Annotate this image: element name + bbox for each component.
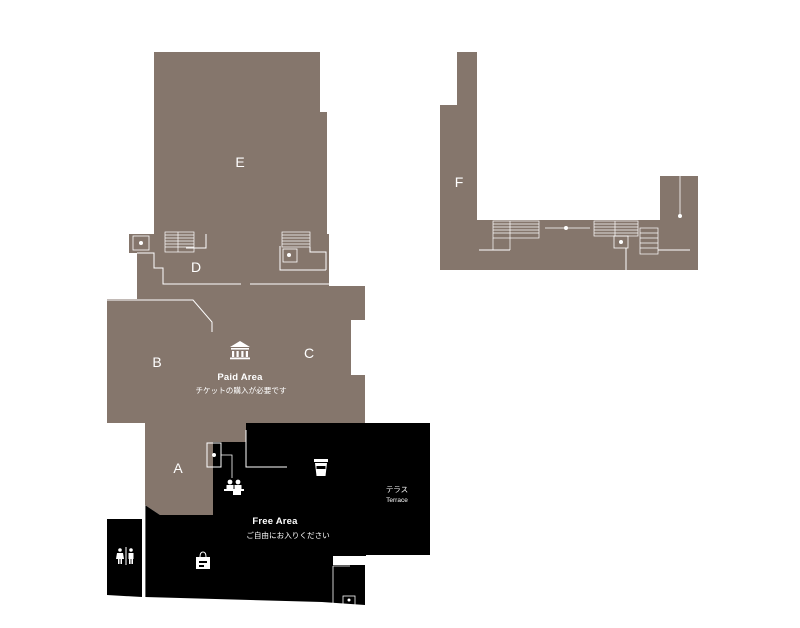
reception-desk-icon — [224, 479, 244, 495]
room-a[interactable] — [145, 423, 246, 515]
room-c-label: C — [304, 345, 314, 361]
room-d-label: D — [191, 259, 201, 275]
room-bc[interactable] — [107, 299, 365, 423]
museum-icon — [230, 341, 250, 360]
room-f-label: F — [455, 174, 464, 190]
cafe-cup-icon — [314, 459, 328, 476]
room-d[interactable] — [137, 234, 329, 299]
paid-area-title: Paid Area — [217, 372, 263, 383]
locker-icon — [342, 595, 356, 606]
wall-lines — [107, 176, 690, 605]
terrace[interactable] — [366, 423, 430, 555]
stairs-f-left — [492, 220, 540, 250]
free-area-title: Free Area — [252, 516, 298, 527]
shop-bag-icon — [196, 551, 210, 569]
room-e[interactable] — [154, 52, 327, 287]
stairs-d-right — [281, 231, 311, 248]
room-f[interactable] — [440, 52, 698, 270]
room-f-block — [440, 52, 698, 270]
terrace-label-en: Terrace — [386, 497, 408, 504]
paid-area-subtitle: チケットの購入が必要です — [195, 385, 287, 395]
room-a-label: A — [173, 460, 183, 476]
paid-area — [107, 52, 365, 515]
elevator-icon — [132, 214, 682, 468]
restroom-icon — [116, 547, 134, 565]
restroom-block[interactable] — [107, 519, 142, 597]
room-e-label: E — [235, 154, 244, 170]
stairs-d-left — [164, 231, 195, 253]
terrace-label-jp: テラス — [386, 485, 408, 494]
room-b-label: B — [152, 354, 161, 370]
free-area-subtitle: ご自由にお入りください — [246, 530, 330, 540]
